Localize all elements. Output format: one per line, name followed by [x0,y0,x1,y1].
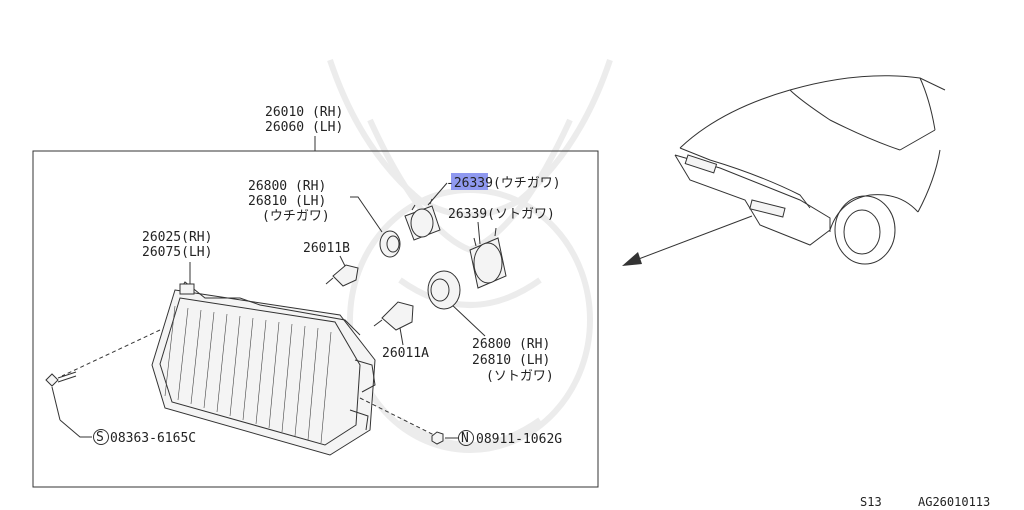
housing-label-rh: 26025(RH) [142,230,212,245]
inner-cap-label-lh: 26810 (LH) [248,194,326,209]
nut-part [431,431,458,445]
svg-text:N: N [461,431,469,446]
direction-arrow [622,215,753,266]
housing-label-lh: 26075(LH) [142,245,212,260]
svg-text:08911-1062G: 08911-1062G [476,432,562,447]
bulb-b-label: 26011B [303,241,350,256]
nut-label: N 08911-1062G [458,430,562,447]
watermark-crest [327,59,613,453]
search-highlight [451,173,488,190]
inner-cap-note: (ウチガワ) [262,209,330,224]
svg-text:08363-6165C: 08363-6165C [110,431,196,446]
inner-cap-part [379,230,401,258]
footer-diagram-code: AG26010113 [918,495,990,509]
ring-inner-part [404,198,441,241]
outer-cap-label-rh: 26800 (RH) [472,337,550,352]
assembly-label-lh: 26060 (LH) [265,120,343,135]
outer-cap-label-lh: 26810 (LH) [472,353,550,368]
inner-cap-label-rh: 26800 (RH) [248,179,326,194]
bulb-a-part [373,301,414,331]
assembly-label-rh: 26010 (RH) [265,105,343,120]
outer-cap-note: (ソトガワ) [486,369,554,384]
screw-label: S 08363-6165C [93,429,196,446]
ring-outer-part [469,227,507,289]
outer-cap-part [427,270,461,310]
svg-text:S: S [96,430,104,445]
screw-part [45,371,92,438]
ring-inner-label: -26339(ウチガワ) [446,176,561,191]
bulb-a-label: 26011A [382,346,429,361]
footer-model: S13 [860,495,882,509]
ring-outer-label: 26339(ソトガワ) [448,207,555,222]
car-illustration [674,75,946,265]
bulb-b-part [325,264,359,287]
headlamp-housing-part [151,281,376,456]
